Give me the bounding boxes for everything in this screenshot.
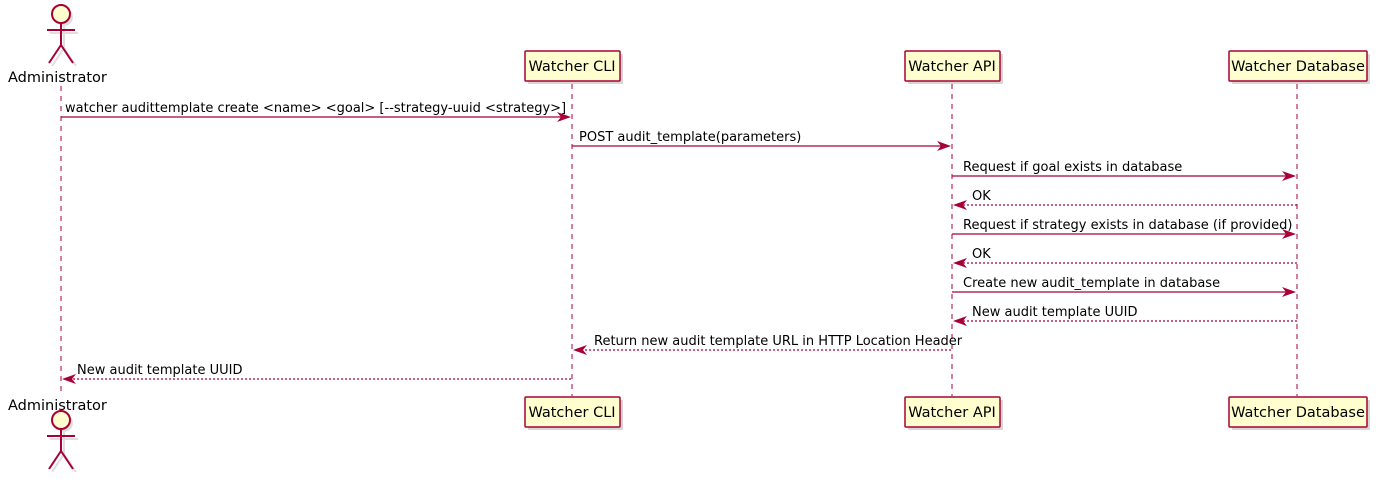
message-label-6: OK bbox=[972, 247, 991, 262]
participant-label-watcher-api-top: Watcher API bbox=[908, 59, 996, 75]
arrow-head-right bbox=[1282, 229, 1296, 239]
participant-watcher-database-top[interactable]: Watcher Database bbox=[1228, 50, 1370, 84]
participant-watcher-api-bottom[interactable]: Watcher API bbox=[904, 396, 1003, 430]
message-label-4: OK bbox=[972, 189, 991, 204]
arrow-head-left bbox=[573, 345, 587, 355]
participant-watcher-cli-top[interactable]: Watcher CLI bbox=[524, 50, 623, 84]
message-label-7: Create new audit_template in database bbox=[963, 276, 1220, 291]
message-label-8: New audit template UUID bbox=[972, 305, 1137, 320]
participant-label-watcher-database-top: Watcher Database bbox=[1231, 59, 1365, 75]
message-label-2: POST audit_template(parameters) bbox=[579, 130, 801, 145]
arrow-head-left bbox=[953, 258, 967, 268]
participant-label-watcher-cli-top: Watcher CLI bbox=[528, 59, 615, 75]
participant-watcher-api-top[interactable]: Watcher API bbox=[904, 50, 1003, 84]
actor-head-icon bbox=[51, 4, 71, 24]
message-1: watcher audittemplate create <name> <goa… bbox=[61, 101, 571, 122]
actor-administrator-bottom[interactable]: Administrator bbox=[8, 398, 107, 473]
arrow-head-right bbox=[937, 141, 951, 151]
participant-box[interactable] bbox=[1228, 50, 1368, 82]
participant-watcher-cli-bottom[interactable]: Watcher CLI bbox=[524, 396, 623, 430]
actor-label-administrator-bottom: Administrator bbox=[8, 398, 107, 414]
message-7: Create new audit_template in database bbox=[952, 276, 1296, 297]
participant-watcher-database-bottom[interactable]: Watcher Database bbox=[1228, 396, 1370, 430]
arrow-head-left bbox=[953, 200, 967, 210]
arrow-head-right bbox=[1282, 287, 1296, 297]
actor-body-icon bbox=[47, 429, 75, 470]
actor-body-icon bbox=[47, 23, 75, 64]
participant-label-watcher-cli-bottom: Watcher CLI bbox=[528, 405, 615, 421]
message-2: POST audit_template(parameters) bbox=[572, 130, 951, 151]
actor-label-administrator-top: Administrator bbox=[8, 70, 107, 86]
message-9: Return new audit template URL in HTTP Lo… bbox=[573, 334, 963, 355]
lifelines bbox=[60, 84, 1298, 396]
arrow-head-left bbox=[62, 374, 76, 384]
actor-administrator-top[interactable]: Administrator bbox=[8, 4, 107, 86]
message-3: Request if goal exists in database bbox=[952, 160, 1296, 181]
participant-label-watcher-api-bottom: Watcher API bbox=[908, 405, 996, 421]
message-6: OK bbox=[953, 247, 1297, 268]
message-label-3: Request if goal exists in database bbox=[963, 160, 1182, 175]
message-label-9: Return new audit template URL in HTTP Lo… bbox=[594, 334, 963, 349]
message-label-1: watcher audittemplate create <name> <goa… bbox=[65, 101, 566, 116]
message-4: OK bbox=[953, 189, 1297, 210]
participant-box[interactable] bbox=[524, 396, 621, 428]
arrow-head-right bbox=[557, 112, 571, 122]
participant-box[interactable] bbox=[1228, 396, 1368, 428]
message-8: New audit template UUID bbox=[953, 305, 1297, 326]
message-label-5: Request if strategy exists in database (… bbox=[963, 218, 1292, 233]
participant-box[interactable] bbox=[524, 50, 621, 82]
participant-box[interactable] bbox=[904, 396, 1001, 428]
arrow-head-left bbox=[953, 316, 967, 326]
message-5: Request if strategy exists in database (… bbox=[952, 218, 1296, 239]
arrow-head-right bbox=[1282, 171, 1296, 181]
actor-head-icon bbox=[51, 410, 71, 430]
message-label-10: New audit template UUID bbox=[77, 363, 242, 378]
message-10: New audit template UUID bbox=[62, 363, 571, 384]
participant-box[interactable] bbox=[904, 50, 1001, 82]
participant-label-watcher-database-bottom: Watcher Database bbox=[1231, 405, 1365, 421]
